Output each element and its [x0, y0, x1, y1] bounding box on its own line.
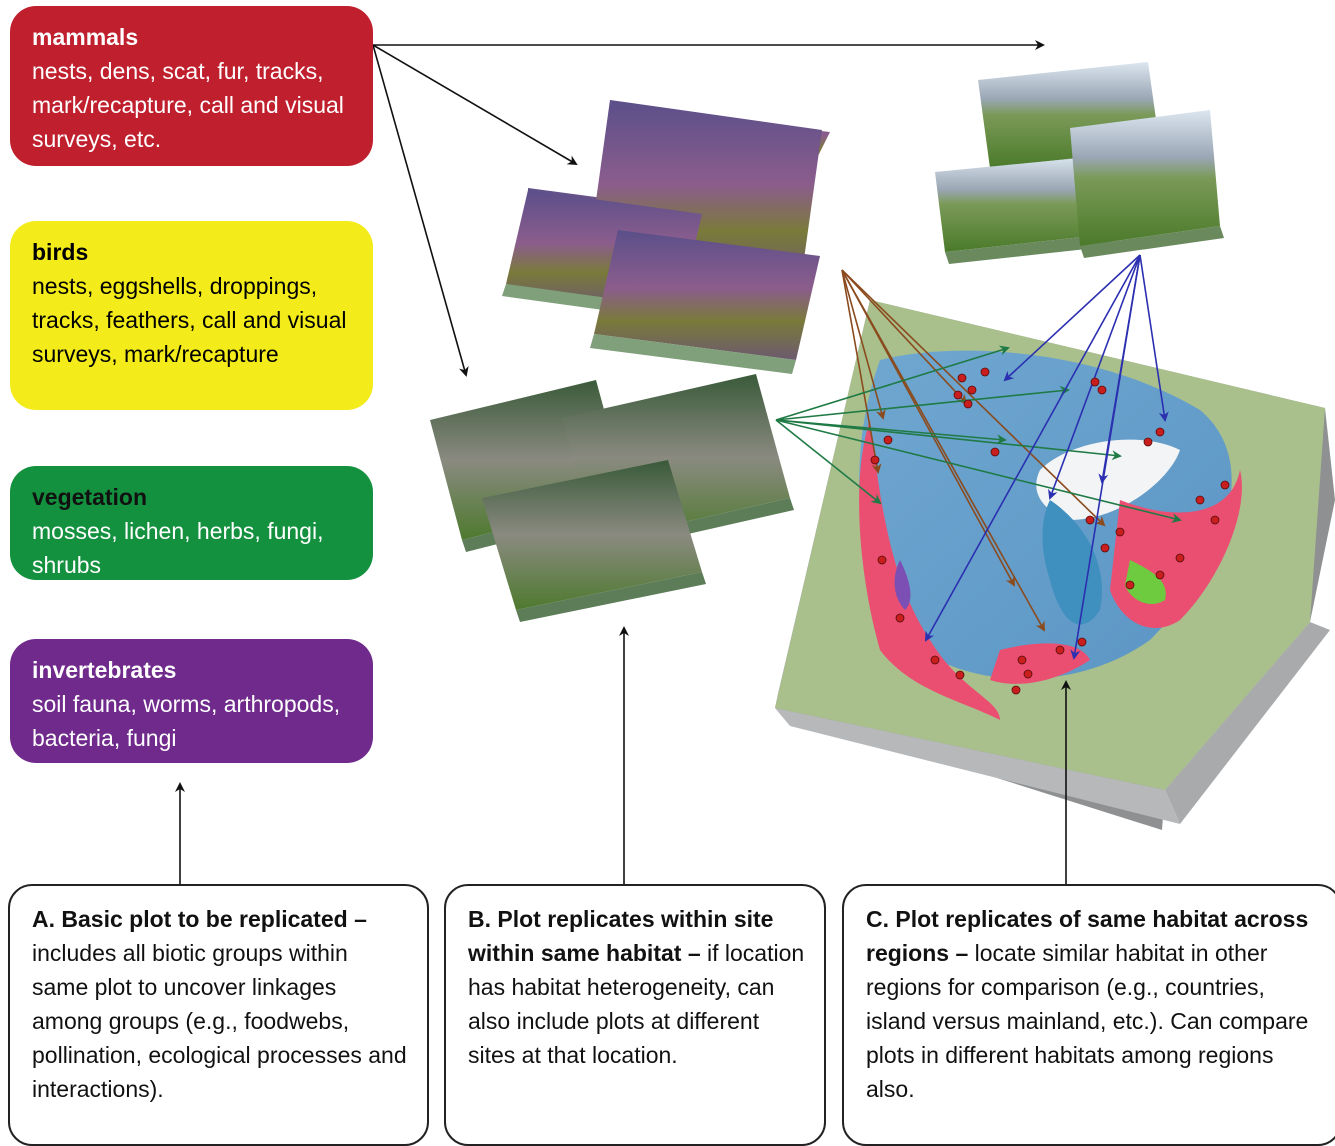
vegetation-title: vegetation [32, 484, 148, 510]
rocky-meadow-photo-tiles [430, 374, 794, 622]
caption-b-text: if location has habitat heterogeneity, c… [468, 940, 805, 1068]
site-dots [870, 367, 1230, 695]
caption-a-text: includes all biotic groups within same p… [32, 940, 407, 1102]
birds-box: birds nests, eggshells, droppings, track… [10, 221, 373, 410]
invertebrates-box: invertebrates soil fauna, worms, arthrop… [10, 639, 373, 763]
invertebrates-title: invertebrates [32, 657, 177, 683]
caption-a: A. Basic plot to be replicated – include… [8, 884, 429, 1146]
caption-b-title: B. Plot replicates within site within sa… [468, 906, 774, 966]
mammals-box: mammals nests, dens, scat, fur, tracks, … [10, 6, 373, 166]
vegetation-box: vegetation mosses, lichen, herbs, fungi,… [10, 466, 373, 580]
caption-c-text: locate similar habitat in other regions … [866, 940, 1309, 1102]
mountain-valley-photo-tiles [935, 62, 1224, 264]
mammals-title: mammals [32, 24, 139, 50]
mammals-arrow-tundra [372, 44, 578, 166]
mammals-arrow-rocky [372, 44, 469, 377]
caption-c: C. Plot replicates of same habitat acros… [842, 884, 1335, 1146]
birds-title: birds [32, 239, 89, 265]
birds-methods: nests, eggshells, droppings, tracks, fea… [32, 273, 347, 367]
rocky-meadow-photo-tile [482, 460, 706, 622]
circumpolar-map-block [775, 300, 1335, 830]
mountain-to-map-arrows [925, 254, 1169, 660]
mountain-valley-photo-tile [935, 156, 1114, 264]
caption-c-title: C. Plot replicates of same habitat acros… [866, 906, 1309, 966]
vegetation-methods: mosses, lichen, herbs, fungi, shrubs [32, 518, 324, 578]
invertebrates-methods: soil fauna, worms, arthropods, bacteria,… [32, 691, 341, 751]
mountain-valley-photo-tile [1070, 110, 1224, 258]
caption-a-title: A. Basic plot to be replicated – [32, 906, 367, 932]
tundra-photo-tiles [502, 100, 830, 374]
caption-b: B. Plot replicates within site within sa… [444, 884, 826, 1146]
mammals-methods: nests, dens, scat, fur, tracks, mark/rec… [32, 58, 344, 152]
rocky-to-map-arrows [775, 345, 1182, 523]
tundra-photo-tile [590, 230, 820, 374]
